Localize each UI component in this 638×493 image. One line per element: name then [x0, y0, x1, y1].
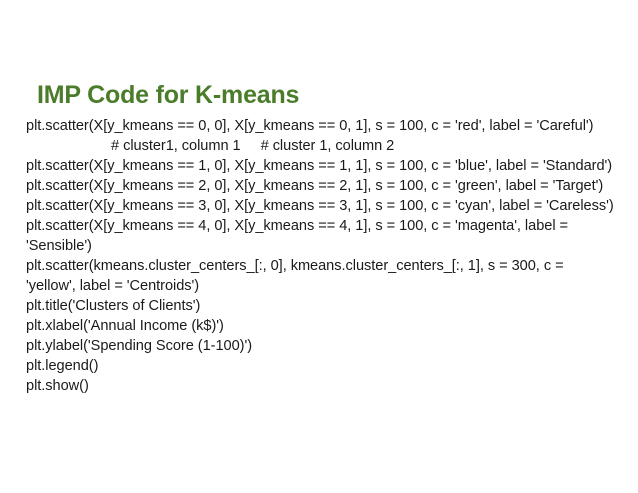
- code-line: 'Sensible'): [26, 238, 92, 254]
- page-title: IMP Code for K-means: [37, 80, 300, 109]
- code-comment-line: # cluster1, column 1 # cluster 1, column…: [111, 138, 395, 154]
- code-line: plt.xlabel('Annual Income (k$)'): [26, 318, 224, 334]
- code-line: plt.ylabel('Spending Score (1-100)'): [26, 338, 253, 354]
- code-line: plt.title('Clusters of Clients'): [26, 298, 201, 314]
- code-line: plt.scatter(X[y_kmeans == 3, 0], X[y_kme…: [26, 198, 614, 214]
- code-line: plt.show(): [26, 378, 89, 394]
- code-line: plt.scatter(X[y_kmeans == 4, 0], X[y_kme…: [26, 218, 568, 234]
- code-line: 'yellow', label = 'Centroids'): [26, 278, 200, 294]
- code-line: plt.legend(): [26, 358, 99, 374]
- code-block: plt.scatter(X[y_kmeans == 0, 0], X[y_kme…: [26, 116, 622, 396]
- code-line: plt.scatter(kmeans.cluster_centers_[:, 0…: [26, 258, 564, 274]
- code-line: plt.scatter(X[y_kmeans == 1, 0], X[y_kme…: [26, 158, 613, 174]
- code-line: plt.scatter(X[y_kmeans == 2, 0], X[y_kme…: [26, 178, 604, 194]
- code-line: plt.scatter(X[y_kmeans == 0, 0], X[y_kme…: [26, 118, 594, 134]
